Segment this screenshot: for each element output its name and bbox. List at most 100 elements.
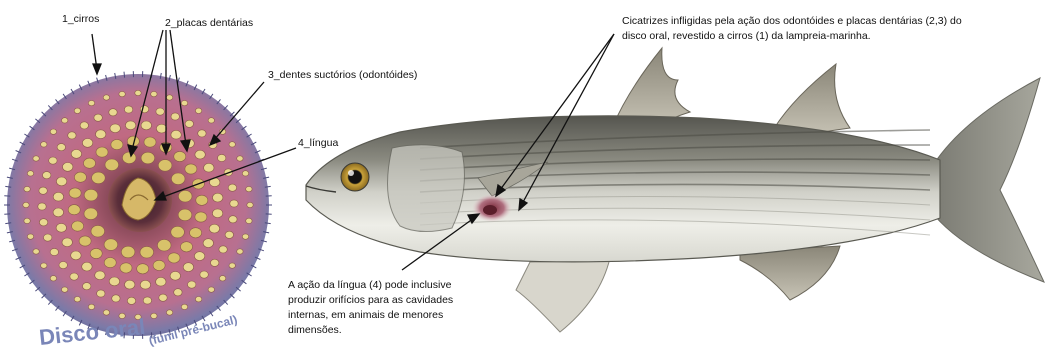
disc-tooth xyxy=(96,147,108,157)
label-cirros: 1_cirros xyxy=(62,12,99,27)
disc-tooth xyxy=(195,150,205,159)
disc-tooth xyxy=(41,263,47,268)
disc-tooth xyxy=(229,216,237,223)
disc-tooth xyxy=(211,259,219,266)
disc-tooth xyxy=(156,124,166,133)
disc-tooth xyxy=(229,263,235,268)
disc-tooth xyxy=(185,164,197,174)
disc-tooth xyxy=(127,297,135,304)
disc-tooth xyxy=(171,226,185,238)
disc-tooth xyxy=(120,263,132,273)
disc-tooth xyxy=(80,122,88,129)
disc-tooth xyxy=(61,287,67,292)
disc-tooth xyxy=(94,114,102,121)
label-placas: 2_placas dentárias xyxy=(165,16,253,31)
disc-tooth xyxy=(158,160,172,172)
disc-tooth xyxy=(27,171,33,176)
disc-tooth xyxy=(84,208,98,220)
disc-tooth xyxy=(170,271,180,280)
disc-tooth xyxy=(50,276,56,281)
disc-tooth xyxy=(33,249,39,254)
disc-tooth xyxy=(124,106,132,113)
disc-tooth xyxy=(135,90,141,95)
disc-tooth xyxy=(68,205,80,215)
disc-tooth xyxy=(181,304,187,309)
disc-tooth xyxy=(198,130,206,137)
disc-tooth xyxy=(71,150,81,159)
fish-eye xyxy=(341,163,369,191)
disc-tooth xyxy=(141,152,155,164)
disc-tooth xyxy=(178,190,192,202)
disc-tooth xyxy=(137,264,149,274)
disc-tooth xyxy=(38,203,46,210)
disc-tooth xyxy=(105,159,119,171)
disc-tooth xyxy=(141,121,151,130)
disc-tooth xyxy=(74,172,86,182)
disc-tooth xyxy=(157,239,171,251)
disc-tooth xyxy=(225,231,233,238)
tongue-note-line-4: dimensões. xyxy=(288,323,488,338)
disc-tooth xyxy=(88,100,94,105)
disc-tooth xyxy=(53,208,63,217)
disc-tooth xyxy=(74,108,80,113)
disc-tooth xyxy=(84,158,96,168)
disc-fringe xyxy=(124,72,125,78)
disc-tooth xyxy=(90,248,102,258)
disc-tooth xyxy=(247,202,253,207)
disc-tooth xyxy=(68,132,76,139)
disc-tooth xyxy=(181,100,187,105)
disc-tooth xyxy=(203,239,213,248)
disc-tooth xyxy=(56,177,66,186)
disc-tooth xyxy=(112,295,120,302)
disc-tooth xyxy=(82,262,92,271)
pelvic-fin xyxy=(516,258,610,332)
disc-tooth xyxy=(84,189,98,201)
disc-tooth xyxy=(183,263,193,272)
disc-tooth xyxy=(209,224,219,233)
disc-title: Disco oral (funil pré-bucal) xyxy=(38,312,239,350)
disc-tooth xyxy=(24,218,30,223)
disc-tooth xyxy=(195,212,207,222)
disc-tooth xyxy=(168,253,180,263)
disc-tooth xyxy=(181,242,193,252)
disc-tooth xyxy=(109,109,117,116)
disc-tooth xyxy=(110,124,120,133)
disc-tooth xyxy=(174,151,186,161)
disc-tooth xyxy=(95,271,105,280)
disc-tooth xyxy=(190,228,202,238)
disc-tooth xyxy=(71,251,81,260)
disc-tooth xyxy=(204,163,214,172)
disc-tooth xyxy=(82,139,92,148)
disc-tooth xyxy=(122,152,136,164)
disc-tooth xyxy=(143,297,151,304)
scar-note: Cicatrizes infligidas pela ação dos odon… xyxy=(622,14,1042,44)
disc-tooth xyxy=(24,186,30,191)
disc-tooth xyxy=(70,273,78,280)
tongue-note-line-3: internas, em animais de menores xyxy=(288,308,488,323)
disc-tooth xyxy=(208,118,214,123)
disc-tooth xyxy=(237,156,243,161)
disc-tooth xyxy=(41,142,47,147)
disc-tooth xyxy=(109,277,119,286)
disc-tooth xyxy=(242,171,248,176)
disc-tooth xyxy=(59,262,67,269)
disc-tooth xyxy=(195,108,201,113)
disc-tooth xyxy=(174,289,182,296)
disc-tooth xyxy=(119,91,125,96)
disc-tooth xyxy=(242,234,248,239)
disc-tooth xyxy=(111,140,123,150)
disc-tooth xyxy=(43,172,51,179)
disc-tooth xyxy=(196,195,208,205)
disc-tooth xyxy=(104,258,116,268)
disc-tooth xyxy=(185,120,193,127)
disc-tooth xyxy=(219,276,225,281)
disc-tooth xyxy=(230,200,238,207)
disc-tooth xyxy=(171,130,181,139)
disc-tooth xyxy=(103,310,109,315)
scar-note-line-2: disco oral, revestido a cirros (1) da la… xyxy=(622,29,1042,44)
disc-tooth xyxy=(171,113,179,120)
disc-tooth xyxy=(219,246,227,253)
disc-tooth xyxy=(156,277,166,286)
tongue-note-line-2: produzir orifícios para as cavidades xyxy=(288,293,488,308)
